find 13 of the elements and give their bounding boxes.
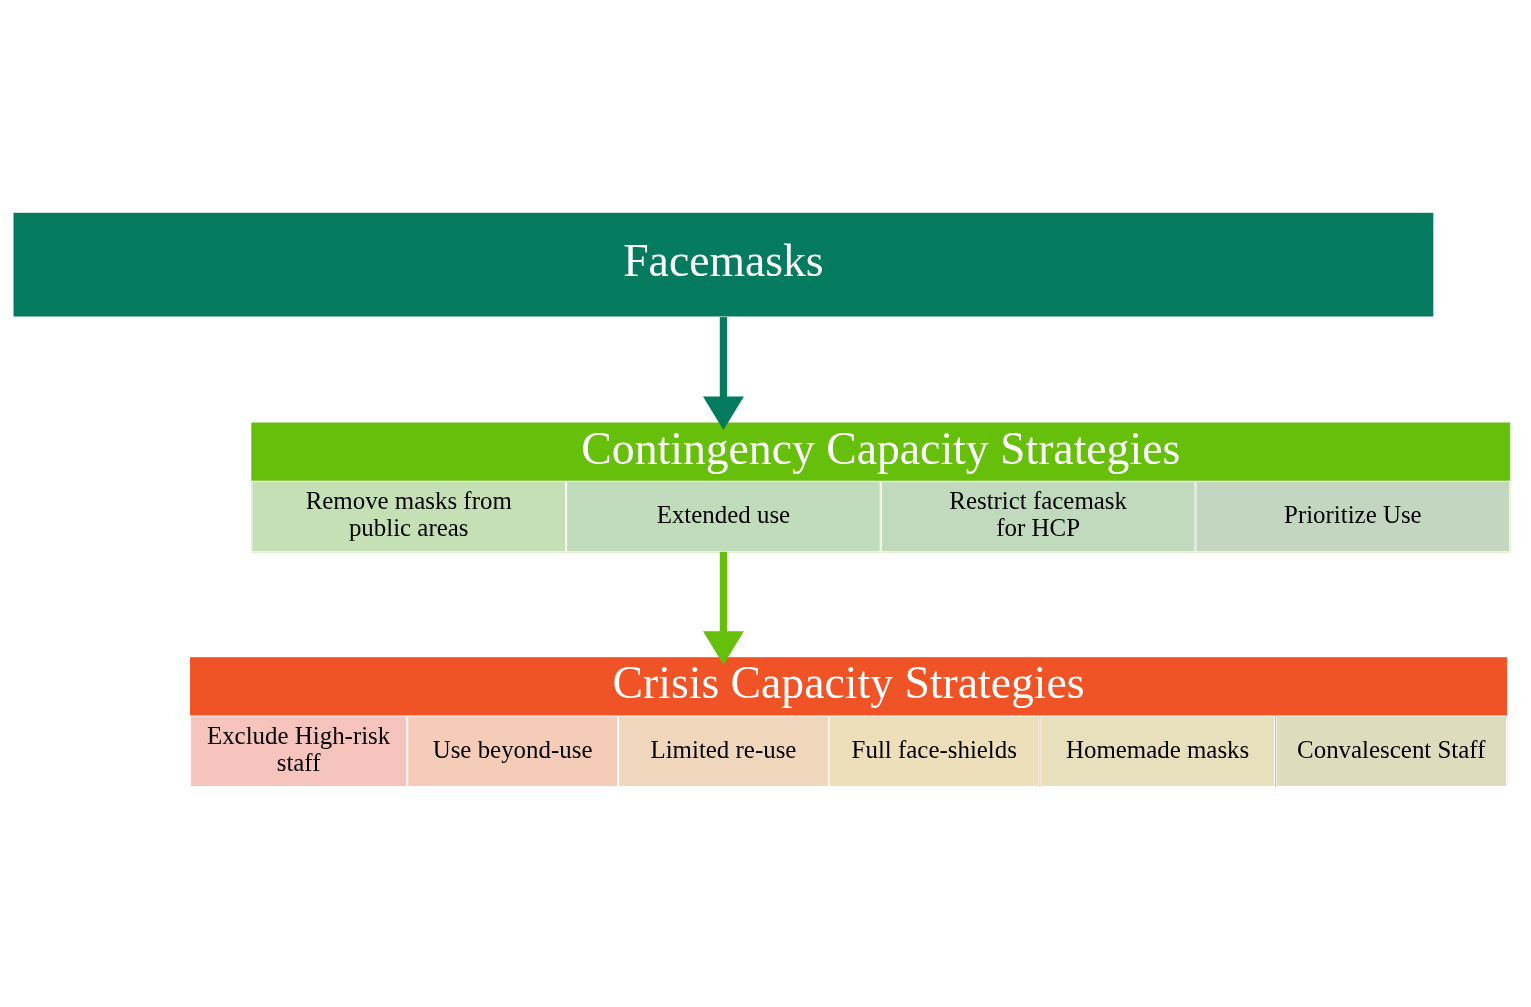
node-box: Full face-shields [828, 715, 1040, 788]
arrow [702, 317, 744, 430]
node-box: Exclude High-risk staff [190, 715, 408, 788]
node-box: Use beyond-use [407, 715, 618, 788]
node-box: Convalescent Staff [1275, 715, 1508, 788]
node-box: Homemade masks [1040, 715, 1275, 788]
node-box: Facemasks [12, 211, 1435, 318]
arrow [702, 551, 744, 665]
node-box: Remove masks from public areas [251, 480, 567, 553]
node-box: Prioritize Use [1195, 480, 1511, 553]
node-box: Extended use [566, 480, 881, 553]
node-box: Limited re-use [618, 715, 829, 788]
node-box: Restrict facemask for HCP [880, 480, 1196, 553]
